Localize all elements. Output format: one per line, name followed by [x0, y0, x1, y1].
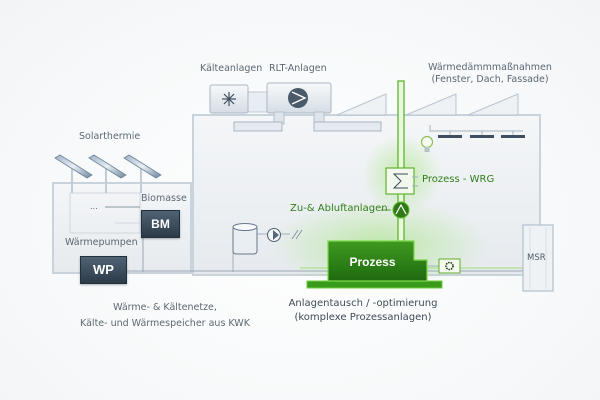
label-msr: MSR: [527, 253, 546, 263]
label-waermedaemmung-line1: Wärmedämmmaßnahmen: [428, 62, 552, 73]
label-biomasse: Biomasse: [141, 193, 187, 204]
pump-icon: [266, 227, 282, 243]
air-handler-icon: [381, 201, 410, 219]
process-machine: [306, 240, 461, 289]
label-netze-line2: Kälte- und Wärmespeicher aus KWK: [80, 318, 250, 329]
heat-pump-box: WP: [80, 256, 127, 284]
label-netze-line1: Wärme- & Kältenetze,: [113, 302, 217, 313]
label-ellipsis: ...: [90, 202, 98, 211]
storage-line: [232, 223, 303, 272]
solar-panel: [88, 154, 127, 179]
label-anlagentausch-line2: (komplexe Prozessanlagen): [294, 312, 432, 323]
label-solarthermie: Solarthermie: [79, 131, 141, 142]
label-anlagentausch-line1: Anlagentausch / -optimierung: [288, 298, 438, 309]
solar-panel: [54, 154, 93, 179]
roof-segment: [405, 93, 457, 116]
roof-segment: [467, 93, 519, 116]
biomass-box: BM: [141, 210, 180, 238]
rooftop-units: [209, 82, 382, 132]
cooling-unit-small: [438, 258, 461, 274]
label-prozess-wrg: Prozess - WRG: [422, 174, 495, 185]
label-netze: Wärme- & Kältenetze, Kälte- und Wärmespe…: [80, 302, 250, 330]
heat-exchanger-icon: [385, 167, 418, 195]
storage-tank-icon: [232, 223, 258, 255]
label-rlt-anlagen: RLT-Anlagen: [269, 63, 327, 74]
msr-cabinet: [522, 224, 554, 292]
label-kaelteanlagen: Kälteanlagen: [200, 63, 263, 74]
label-waermedaemmung-line2: (Fenster, Dach, Fassade): [431, 74, 549, 85]
fan-icon: [288, 88, 308, 108]
solar-panel: [123, 154, 162, 179]
process-label: Prozess: [349, 255, 396, 269]
label-waermedaemmung: Wärmedämmmaßnahmen (Fenster, Dach, Fassa…: [415, 62, 565, 86]
label-anlagentausch: Anlagentausch / -optimierung (komplexe P…: [288, 298, 438, 324]
solar-panels: [54, 154, 162, 193]
roof-segment: [336, 93, 387, 116]
snowflake-icon: [222, 92, 236, 106]
process-base: [306, 280, 443, 289]
label-waermepumpen: Wärmepumpen: [65, 237, 138, 248]
label-zu-abluftanlagen: Zu-& Abluftanlagen: [290, 203, 388, 214]
